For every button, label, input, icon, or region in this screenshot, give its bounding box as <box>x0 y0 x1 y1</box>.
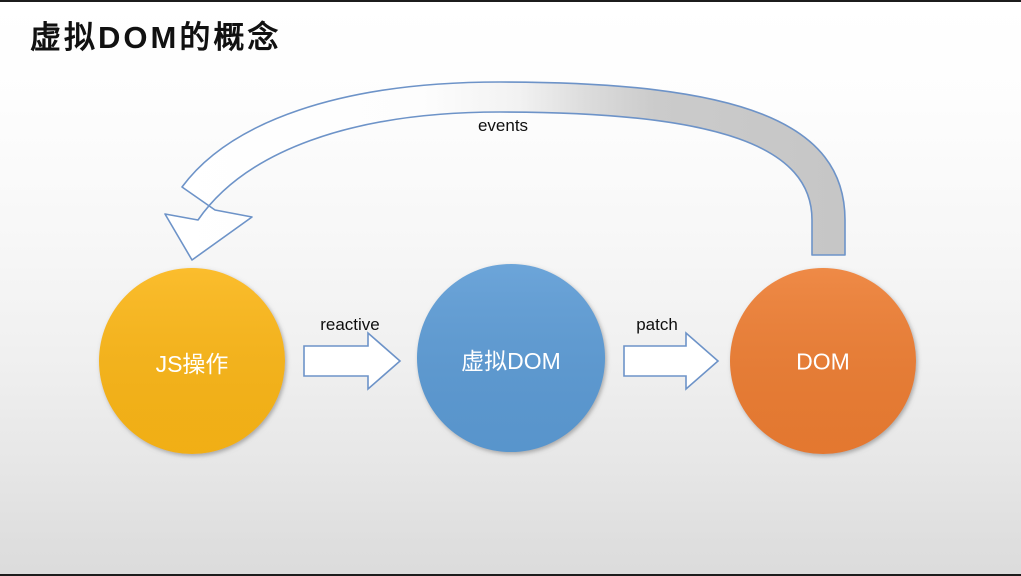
node-vdom-circle[interactable] <box>417 264 605 452</box>
edge-patch-arrow <box>623 331 720 391</box>
edge-events-label: events <box>477 116 529 135</box>
edge-reactive-label: reactive <box>320 315 380 334</box>
page-title: 虚拟DOM的概念 <box>30 20 282 55</box>
edge-patch-label: patch <box>636 315 678 334</box>
node-js-circle[interactable] <box>99 268 285 454</box>
edge-reactive-arrow <box>303 331 402 391</box>
node-dom-circle[interactable] <box>730 268 916 454</box>
edge-events-arrow <box>164 81 846 261</box>
